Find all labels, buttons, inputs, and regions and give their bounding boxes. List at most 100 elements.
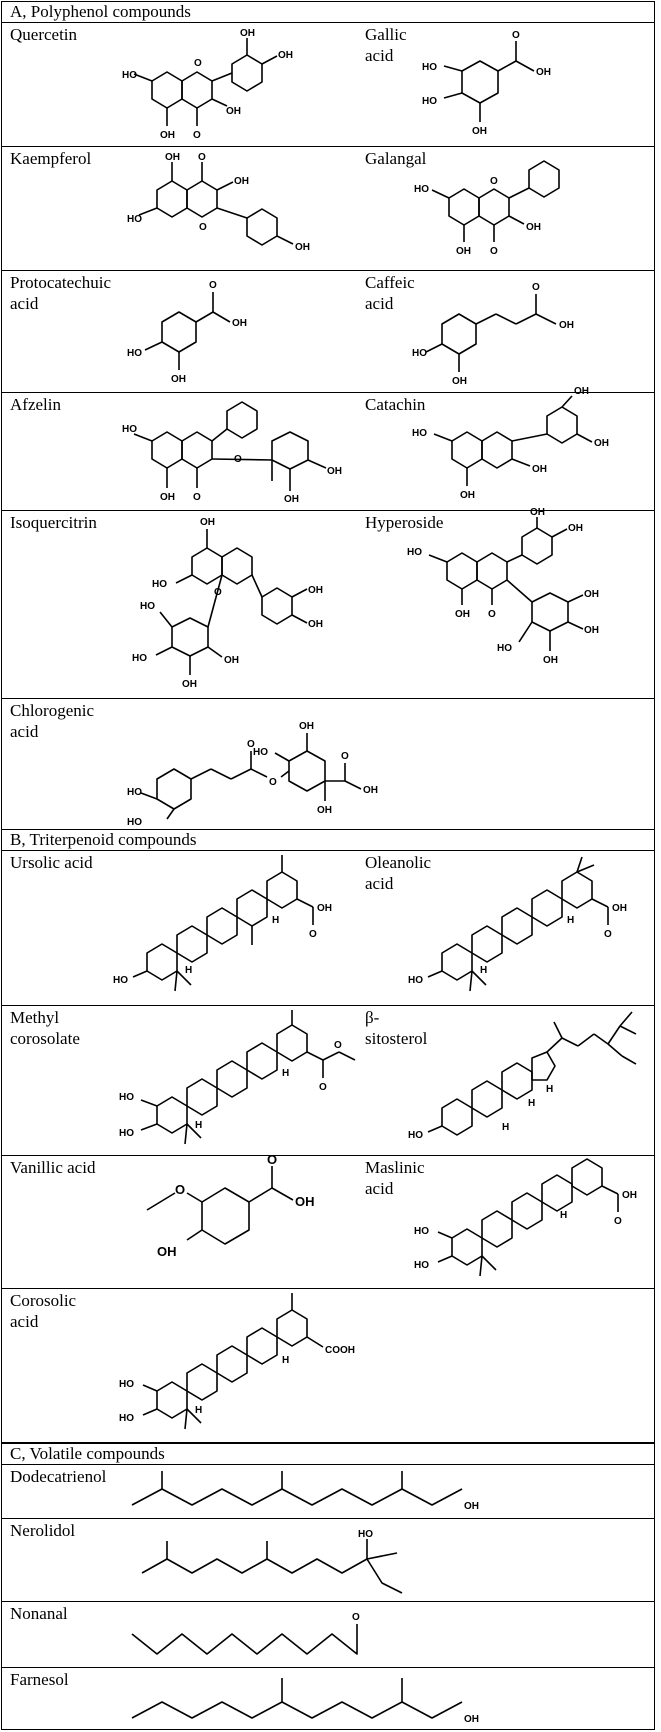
- label-o: O: [247, 739, 255, 750]
- label-o: O: [267, 1152, 277, 1167]
- label-oh: OH: [526, 222, 541, 233]
- label-oh: OH: [295, 1194, 315, 1209]
- label-oh: OH: [278, 50, 293, 61]
- label-oh: OH: [317, 805, 332, 816]
- label-oh: OH: [530, 507, 545, 518]
- label-o: O: [334, 1040, 342, 1051]
- label-oh: OH: [317, 903, 332, 914]
- label-ho: HO: [412, 428, 427, 439]
- label-ho: HO: [358, 1529, 373, 1540]
- section-header-polyphenol: A, Polyphenol compounds: [1, 1, 655, 23]
- compound-name-afzelin: Afzelin: [10, 395, 61, 414]
- label-oh: OH: [308, 619, 323, 630]
- label-oh: OH: [363, 785, 378, 796]
- structure-dodecatrienol: OH: [131, 1471, 479, 1512]
- compound-name-beta-sitosterol: β-sitosterol: [365, 1008, 428, 1048]
- label-o: O: [532, 282, 540, 293]
- label-o: O: [214, 587, 222, 598]
- label-h: H: [546, 1084, 553, 1095]
- section-header-triterpenoid: B, Triterpenoid compounds: [1, 829, 655, 851]
- label-ho: HO: [127, 817, 142, 828]
- label-ho: HO: [152, 579, 167, 590]
- label-oh: OH: [157, 1244, 177, 1259]
- compound-name-farnesol: Farnesol: [10, 1670, 69, 1689]
- label-oh: OH: [536, 67, 551, 78]
- label-o: O: [198, 152, 206, 163]
- structure-caffeic-acid: O OH HO OH: [412, 282, 574, 387]
- label-ho: HO: [127, 214, 142, 225]
- label-oh: OH: [568, 523, 583, 534]
- label-o: O: [199, 222, 207, 233]
- label-ho: HO: [140, 601, 155, 612]
- label-o: O: [319, 1082, 327, 1093]
- structure-hyperoside: HO OH O OH OH OH OH OH HO: [407, 507, 599, 666]
- label-o: O: [193, 492, 201, 503]
- label-oh: OH: [284, 494, 299, 505]
- label-h: H: [502, 1122, 509, 1133]
- label-ho: HO: [414, 1226, 429, 1237]
- compound-name-kaempferol: Kaempferol: [10, 149, 92, 168]
- label-oh: OH: [240, 28, 255, 39]
- structure-gallic-acid: O OH HO HO OH: [422, 30, 551, 137]
- structure-farnesol: OH: [131, 1678, 479, 1725]
- compound-name-dodecatrienol: Dodecatrienol: [10, 1467, 107, 1486]
- label-h: H: [282, 1068, 289, 1079]
- structure-nerolidol: HO: [141, 1529, 403, 1594]
- label-cooh: COOH: [325, 1345, 355, 1356]
- label-ho: HO: [119, 1413, 134, 1424]
- row-afzelin-catachin: Afzelin Catachin HO OH O OH OH O HO: [1, 386, 655, 511]
- label-ho: HO: [119, 1128, 134, 1139]
- label-oh: OH: [559, 320, 574, 331]
- label-o: O: [604, 929, 612, 940]
- label-o: O: [209, 280, 217, 291]
- label-o: O: [352, 1612, 360, 1623]
- structure-afzelin: HO OH O OH OH O: [122, 401, 342, 505]
- label-ho: HO: [119, 1092, 134, 1103]
- label-oh: OH: [308, 585, 323, 596]
- label-oh: OH: [295, 242, 310, 253]
- label-oh: OH: [327, 466, 342, 477]
- label-ho: HO: [122, 424, 137, 435]
- structure-ursolic-acid: HO OH O H H: [113, 855, 332, 992]
- label-oh: OH: [232, 318, 247, 329]
- label-o: O: [488, 609, 496, 620]
- structure-catachin: HO OH OH OH OH: [412, 386, 609, 501]
- label-ho: HO: [407, 547, 422, 558]
- label-o: O: [269, 777, 277, 788]
- label-oh: OH: [622, 1190, 637, 1201]
- label-o: O: [193, 130, 201, 141]
- row-dodecatrienol: Dodecatrienol OH: [1, 1465, 655, 1519]
- label-oh: OH: [456, 246, 471, 257]
- label-o: O: [194, 58, 202, 69]
- label-ho: HO: [253, 747, 268, 758]
- label-oh: OH: [171, 374, 186, 385]
- label-ho: HO: [422, 62, 437, 73]
- label-ho: HO: [127, 348, 142, 359]
- label-o: O: [490, 176, 498, 187]
- label-ho: HO: [422, 96, 437, 107]
- label-oh: OH: [472, 126, 487, 137]
- row-isoquercitrin-hyperoside: Isoquercitrin Hyperoside OH HO O OH OH H…: [1, 507, 655, 699]
- label-ho: HO: [132, 653, 147, 664]
- label-oh: OH: [452, 376, 467, 387]
- label-oh: OH: [464, 1714, 479, 1725]
- structure-nonanal: O: [131, 1612, 360, 1655]
- label-o: O: [341, 751, 349, 762]
- label-oh: OH: [299, 721, 314, 732]
- label-ho: HO: [414, 1260, 429, 1271]
- label-oh: OH: [532, 464, 547, 475]
- label-oh: OH: [165, 152, 180, 163]
- structure-kaempferol: OH O OH HO O OH: [127, 152, 310, 253]
- label-oh: OH: [460, 490, 475, 501]
- compound-name-quercetin: Quercetin: [10, 25, 78, 44]
- compound-name-nonanal: Nonanal: [10, 1604, 68, 1623]
